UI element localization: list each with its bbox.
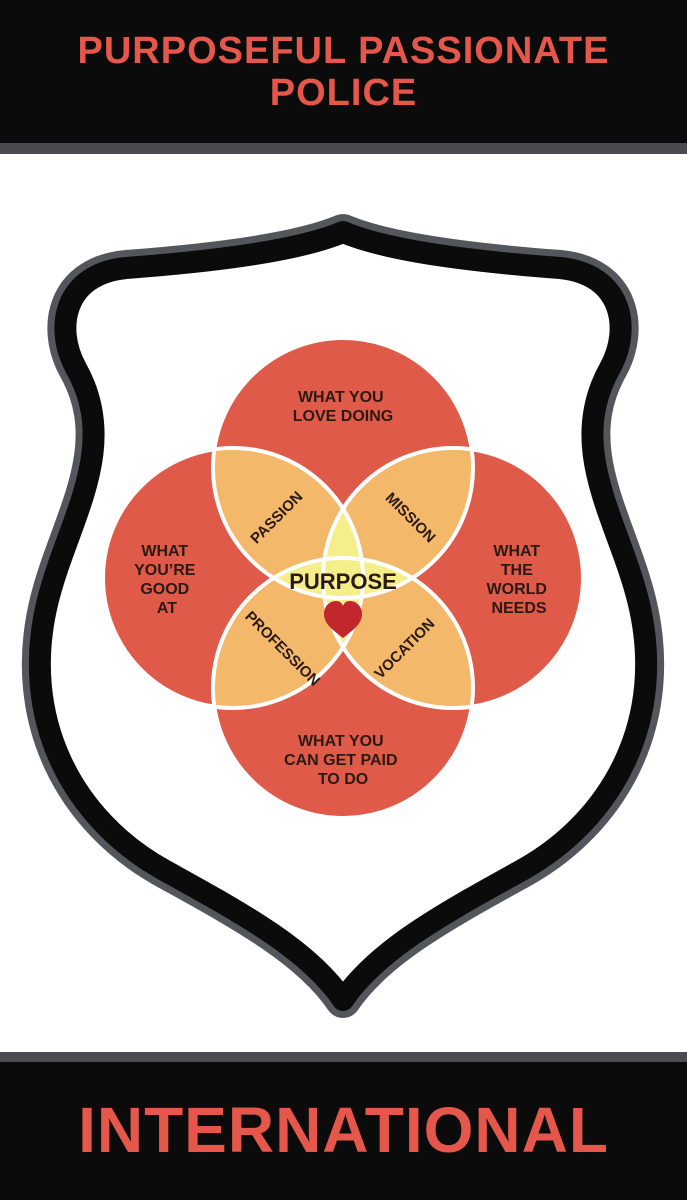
header-band bbox=[0, 0, 687, 143]
circle-outlines bbox=[101, 336, 585, 820]
label-good-at: WHAT YOU’RE GOOD AT bbox=[134, 543, 200, 617]
page-title: PURPOSEFUL PASSIONATE POLICE bbox=[0, 30, 687, 114]
label-world-needs: WHAT THE WORLD NEEDS bbox=[487, 543, 552, 617]
footer-accent-strip bbox=[0, 1052, 687, 1062]
footer-band bbox=[0, 1062, 687, 1200]
title-line-2: POLICE bbox=[269, 72, 418, 114]
heart-icon bbox=[324, 601, 362, 638]
title-line-1: PURPOSEFUL PASSIONATE bbox=[77, 30, 610, 72]
header-accent-strip bbox=[0, 143, 687, 154]
footer-title: INTERNATIONAL bbox=[78, 1094, 609, 1166]
label-paid-for: WHAT YOU CAN GET PAID TO DO bbox=[284, 733, 402, 788]
label-love-doing: WHAT YOU LOVE DOING bbox=[293, 389, 393, 425]
label-purpose: PURPOSE bbox=[289, 569, 397, 594]
